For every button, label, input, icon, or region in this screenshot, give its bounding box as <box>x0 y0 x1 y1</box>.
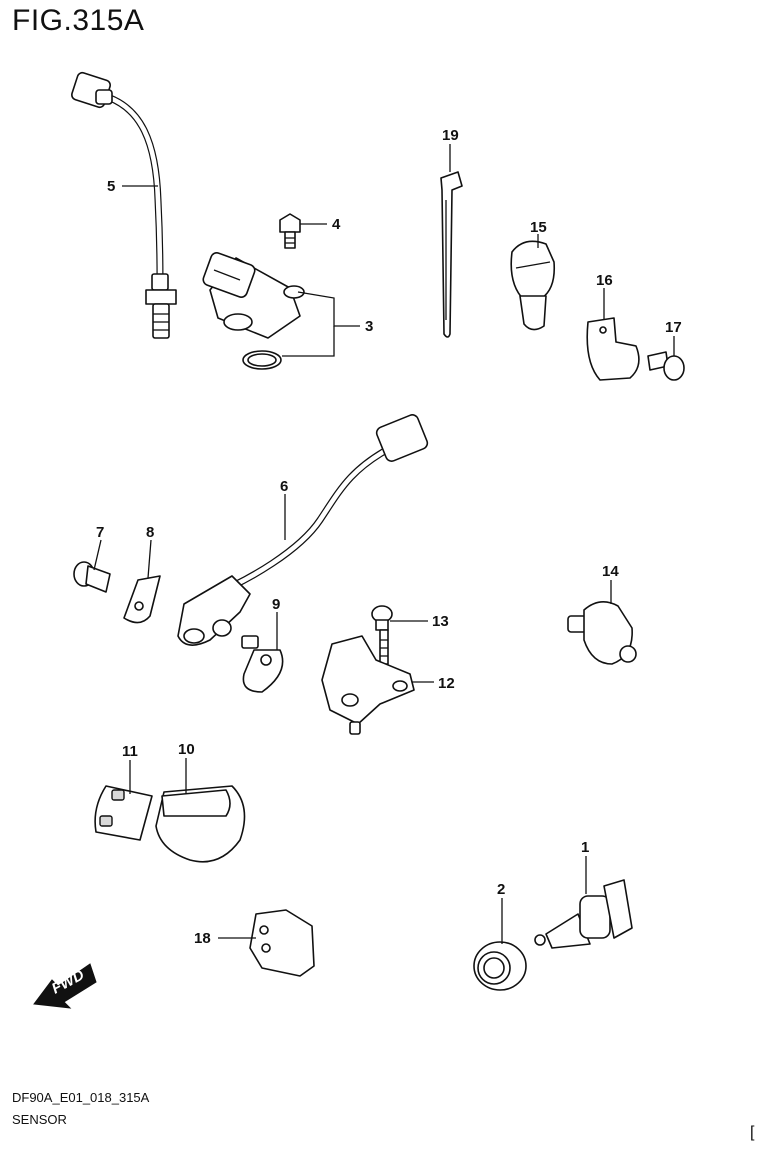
part-4-bolt <box>279 213 301 249</box>
part-9-bracket <box>241 635 284 693</box>
forward-arrow-icon: FWD <box>33 963 97 1009</box>
part-6-position-sensor <box>177 414 429 646</box>
part-3-pressure-sensor <box>202 252 305 370</box>
part-11-holder <box>94 785 153 841</box>
part-19-cable-tie <box>440 171 463 338</box>
callout-7: 7 <box>96 524 104 541</box>
callout-16: 16 <box>596 272 613 289</box>
part-12-sensor-holder <box>321 635 415 735</box>
callout-6: 6 <box>280 478 288 495</box>
figure-title: FIG.315A <box>12 4 145 37</box>
callout-11: 11 <box>122 743 138 760</box>
callout-9: 9 <box>272 596 280 613</box>
callout-12: 12 <box>438 675 455 692</box>
callout-5: 5 <box>107 178 115 195</box>
callout-labels: 5 4 3 19 15 16 17 6 7 8 9 13 12 14 11 10… <box>96 127 682 947</box>
part-10-boot <box>155 785 246 863</box>
callout-2: 2 <box>497 881 505 898</box>
part-5-temperature-sensor <box>71 71 177 339</box>
callout-13: 13 <box>432 613 449 630</box>
part-18-cap <box>249 909 315 977</box>
part-15-clip <box>510 240 556 331</box>
callout-1: 1 <box>581 839 589 856</box>
corner-mark: [ <box>750 1124 755 1141</box>
part-14-knock-sensor <box>567 601 637 665</box>
part-1-switch <box>534 879 633 949</box>
callout-8: 8 <box>146 524 154 541</box>
callout-18: 18 <box>194 930 211 947</box>
part-16-clamp <box>586 317 640 381</box>
callout-19: 19 <box>442 127 459 144</box>
part-7-bolt <box>73 561 111 593</box>
callout-14: 14 <box>602 563 619 580</box>
part-2-grommet <box>473 941 527 991</box>
callout-3: 3 <box>365 318 373 335</box>
callout-15: 15 <box>530 219 547 236</box>
part-17-bolt <box>647 351 685 381</box>
callout-17: 17 <box>665 319 682 336</box>
part-8-plate <box>123 575 161 624</box>
callout-10: 10 <box>178 741 195 758</box>
part-13-bolt <box>371 605 393 665</box>
callout-4: 4 <box>332 216 341 233</box>
figure-code: DF90A_E01_018_315A <box>12 1090 150 1105</box>
leader-lines <box>93 144 675 944</box>
figure-name: SENSOR <box>12 1112 67 1127</box>
